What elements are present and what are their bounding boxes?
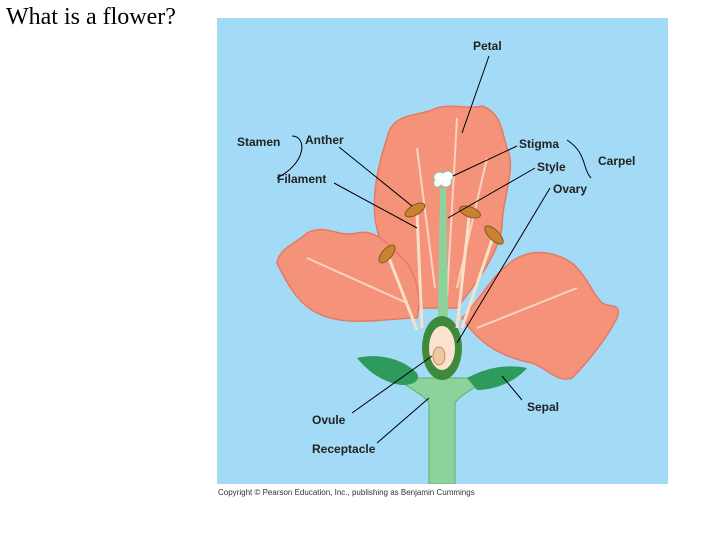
filament	[387, 257, 419, 331]
filament	[455, 217, 471, 329]
label-carpel: Carpel	[598, 154, 635, 168]
filaments	[387, 212, 494, 331]
stigma-leader	[452, 145, 518, 177]
anthers	[378, 202, 504, 264]
label-style: Style	[537, 160, 566, 174]
anther	[484, 225, 504, 245]
receptacle-leader	[376, 397, 430, 444]
leader-lines	[276, 55, 592, 444]
label-receptacle: Receptacle	[312, 442, 376, 456]
copyright-notice: Copyright © Pearson Education, Inc., pub…	[218, 488, 475, 497]
ovary-leader	[456, 187, 551, 344]
stamen-bracket	[276, 135, 303, 179]
filament	[415, 212, 424, 329]
label-ovule: Ovule	[312, 413, 346, 427]
anther	[378, 244, 396, 264]
sepal-left	[357, 356, 418, 385]
sepal-right	[467, 366, 527, 390]
sepal-leader	[501, 375, 523, 401]
anther-leader	[338, 146, 413, 207]
label-stigma: Stigma	[519, 137, 559, 151]
petals	[276, 105, 619, 380]
anther	[404, 202, 426, 218]
stigma	[433, 170, 454, 188]
slide-title: What is a flower?	[6, 4, 176, 30]
style-leader	[447, 167, 536, 219]
carpel-bracket	[566, 139, 592, 179]
petal-vein	[306, 117, 578, 329]
style	[438, 188, 448, 316]
label-stamen: Stamen	[237, 135, 280, 149]
flower-illustration: Petal Stamen Anther Filament Stigma Styl…	[237, 39, 635, 484]
flower-diagram: Petal Stamen Anther Filament Stigma Styl…	[217, 18, 668, 484]
filament	[460, 239, 494, 329]
petal-leader	[461, 55, 490, 134]
ovule	[432, 346, 446, 366]
ovule-leader	[351, 355, 433, 414]
label-petal: Petal	[473, 39, 502, 53]
label-sepal: Sepal	[527, 400, 559, 414]
anther	[459, 205, 481, 219]
stem	[395, 377, 489, 484]
label-ovary: Ovary	[553, 182, 587, 196]
label-anther: Anther	[305, 133, 344, 147]
filament-leader	[333, 182, 418, 229]
label-filament: Filament	[277, 172, 326, 186]
petal-right	[461, 251, 619, 380]
